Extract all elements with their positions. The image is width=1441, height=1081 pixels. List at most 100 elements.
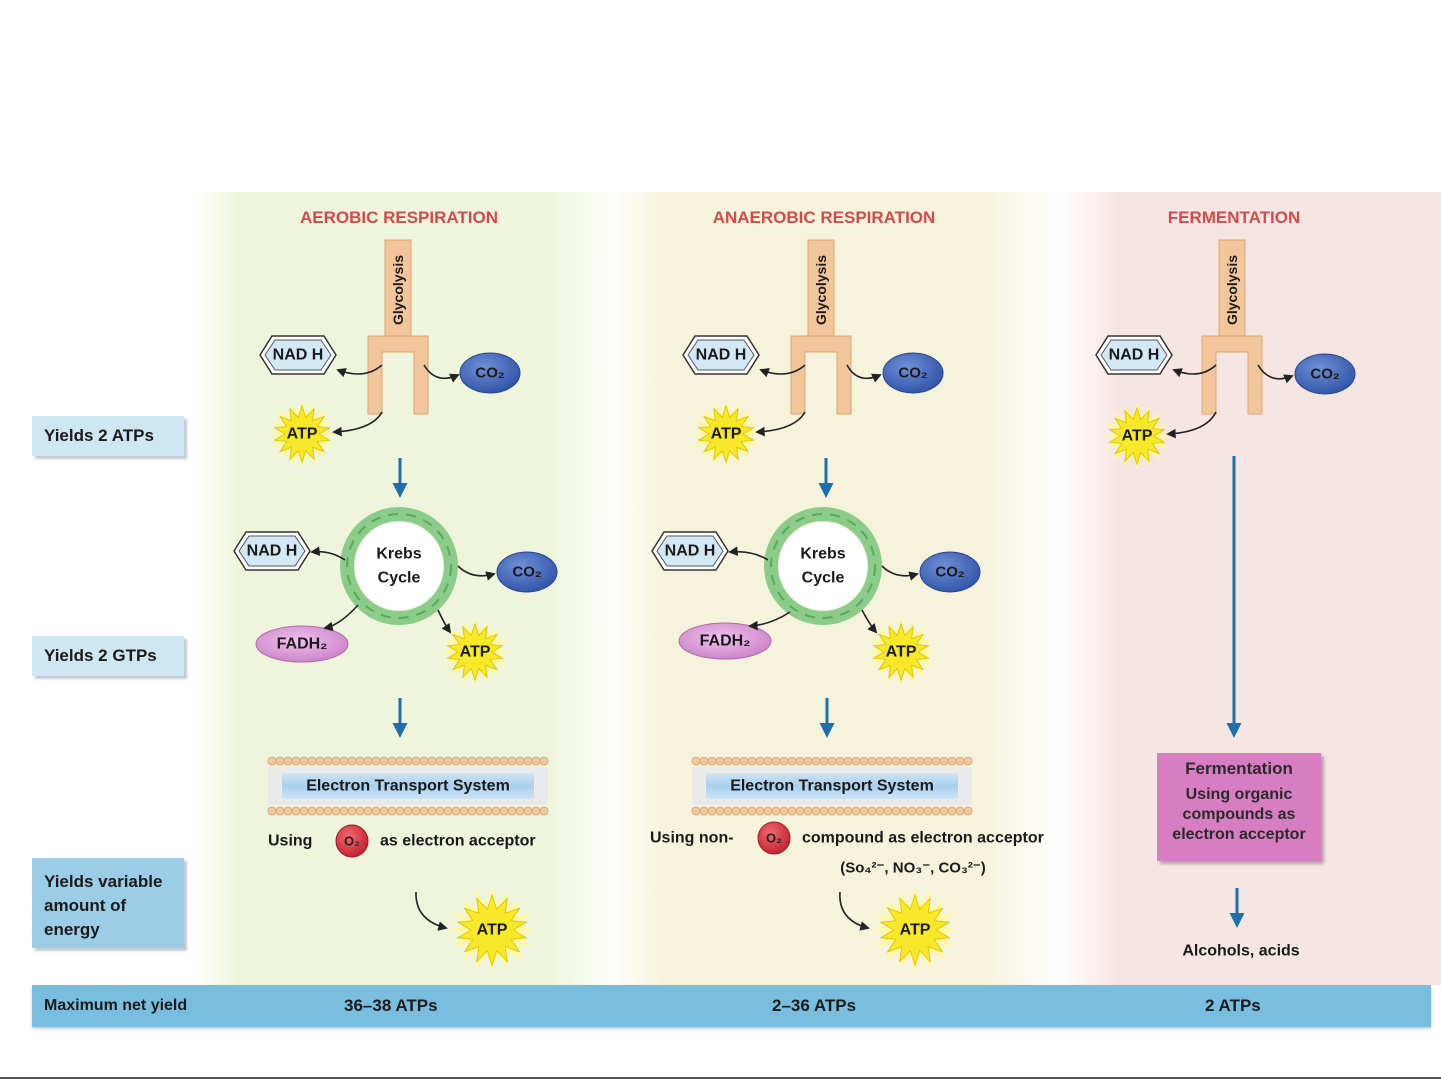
arrow-to-nadh [336, 364, 383, 378]
atp-label: ATP [1122, 428, 1153, 445]
glycolysis-stem [1218, 239, 1246, 341]
glycolysis-tube: Glycolysis [790, 239, 852, 415]
membrane-bead [947, 806, 957, 816]
membrane-bead [275, 756, 285, 766]
membrane-bead [707, 806, 717, 816]
atp-star-icon [446, 622, 504, 682]
membrane-bead [299, 806, 309, 816]
nadh-label: NAD H [1109, 347, 1160, 364]
membrane-bead [891, 806, 901, 816]
ets-label: Electron Transport System [306, 778, 510, 795]
membrane-bead [883, 756, 893, 766]
membrane-bead [899, 756, 909, 766]
fermentation-box-title: Fermentation [1185, 759, 1293, 778]
nadh-hexagon: NAD H [259, 335, 337, 375]
arrow-to-atp [437, 609, 452, 634]
atp-label: ATP [886, 644, 917, 661]
membrane-bead [899, 806, 909, 816]
oxygen-icon: O₂ [757, 821, 791, 855]
nadh-hexagon: NAD H [682, 335, 760, 375]
atp-star-icon [872, 622, 930, 682]
membrane-bead [523, 756, 533, 766]
membrane-bead [723, 806, 733, 816]
membrane-bead [891, 756, 901, 766]
membrane-bead [715, 756, 725, 766]
aerobic-yield: 36–38 ATPs [344, 996, 438, 1015]
arrow-to-co2 [1257, 364, 1294, 384]
arrow-to-atp [415, 891, 448, 931]
co2-ellipse: CO₂ [919, 551, 981, 593]
membrane-bead [691, 756, 701, 766]
nadh-label: NAD H [696, 347, 747, 364]
membrane-bead [435, 756, 445, 766]
fermentation-yield: 2 ATPs [1205, 996, 1261, 1015]
membrane-bead [299, 756, 309, 766]
co2-ellipse: CO₂ [496, 551, 558, 593]
fadh2-shape [255, 625, 349, 663]
membrane-bead [515, 806, 525, 816]
co2-shape [459, 352, 521, 394]
membrane-bead [283, 756, 293, 766]
membrane-bead [459, 806, 469, 816]
glycolysis-label: Glycolysis [390, 255, 406, 325]
aerobic-acceptor-suffix: as electron acceptor [380, 833, 536, 850]
co2-shape [919, 551, 981, 593]
anaerobic-yield: 2–36 ATPs [772, 996, 857, 1015]
arrow-to-co2 [846, 364, 882, 383]
atp-label: ATP [460, 644, 491, 661]
membrane-bead [843, 756, 853, 766]
nadh-label: NAD H [665, 543, 716, 560]
krebs-yield-text: Yields 2 GTPs [44, 646, 157, 665]
membrane-bead [531, 756, 541, 766]
membrane-bead [411, 806, 421, 816]
fermentation-box: Fermentation Using organic compounds as … [1157, 753, 1321, 861]
membrane-bead [779, 806, 789, 816]
membrane-bead [443, 756, 453, 766]
membrane-bead [875, 756, 885, 766]
membrane-bead [443, 806, 453, 816]
membrane-bead [331, 806, 341, 816]
membrane-bead [843, 806, 853, 816]
membrane-bead [539, 756, 549, 766]
membrane-bead [523, 806, 533, 816]
atp-star-icon [879, 893, 951, 967]
atp-label: ATP [287, 426, 318, 443]
membrane-bead [963, 756, 973, 766]
membrane-bead [507, 806, 517, 816]
atp-burst: ATP [867, 618, 935, 686]
membrane-bead [403, 806, 413, 816]
co2-label: CO₂ [898, 365, 927, 382]
co2-shape [1294, 353, 1356, 395]
membrane-bead [403, 756, 413, 766]
membrane-bead [483, 806, 493, 816]
anaerobic-acceptor-prefix: Using non- [650, 830, 734, 847]
membrane-bead [835, 756, 845, 766]
nadh-label: NAD H [273, 347, 324, 364]
krebs-yield-label: Yields 2 GTPs [32, 636, 184, 676]
ets-yield-line-2: amount of [44, 896, 127, 915]
atp-burst: ATP [441, 618, 509, 686]
membrane-bead [755, 756, 765, 766]
membrane-bead [739, 756, 749, 766]
glycolysis-label: Glycolysis [813, 255, 829, 325]
nadh-inner [264, 339, 332, 371]
aerobic-acceptor-prefix: Using [268, 833, 312, 850]
membrane-bead [427, 756, 437, 766]
membrane-bead [315, 806, 325, 816]
membrane-bead [731, 806, 741, 816]
membrane-bead [923, 806, 933, 816]
fadh2-label: FADH₂ [700, 633, 751, 650]
membrane-bead [275, 806, 285, 816]
membrane-bead [803, 756, 813, 766]
ets-yield-line-3: energy [44, 920, 100, 939]
ets-yield-line-1: Yields variable [44, 872, 163, 891]
membrane-bead [355, 806, 365, 816]
co2-label: CO₂ [512, 564, 541, 581]
max-yield-label: Maximum net yield [44, 997, 188, 1014]
membrane-bead [355, 756, 365, 766]
membrane-bead [411, 756, 421, 766]
membrane-bead [363, 756, 373, 766]
